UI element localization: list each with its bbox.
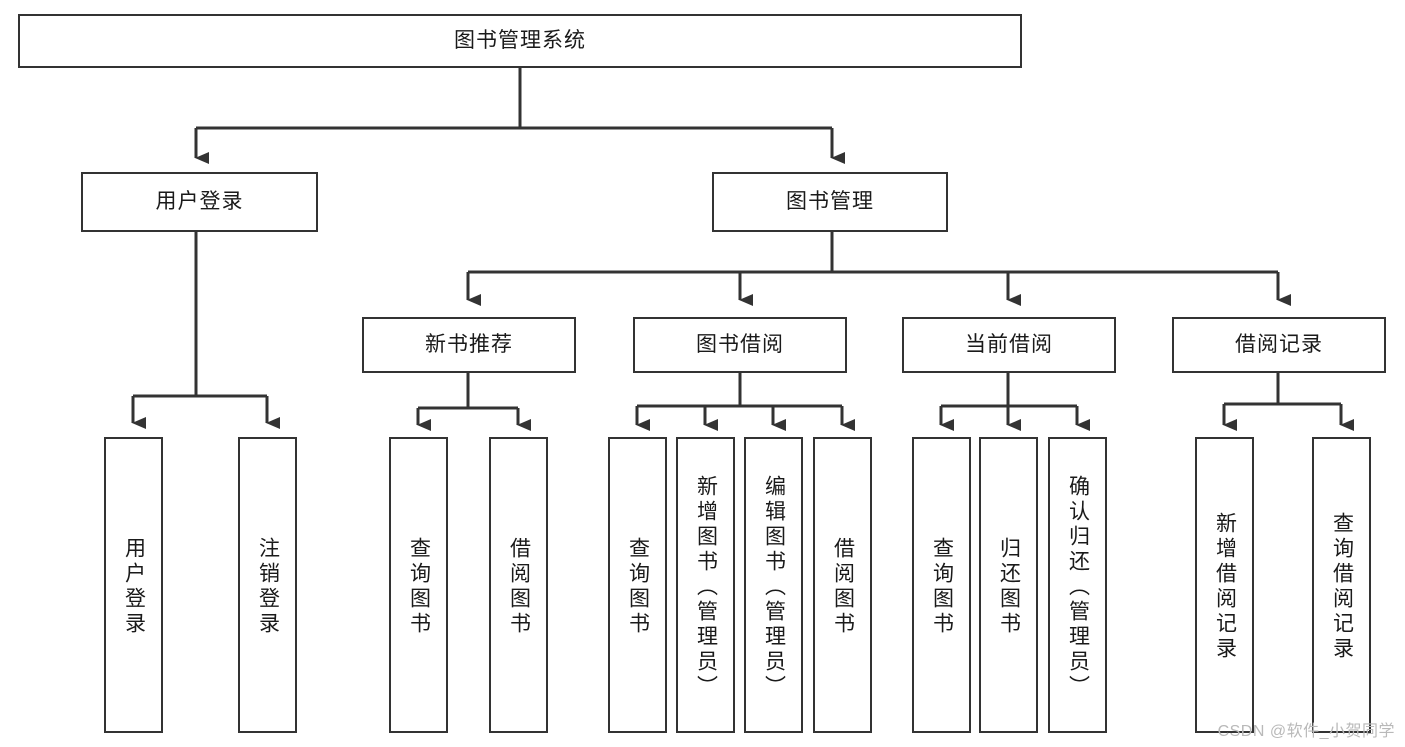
leaf-query-record[interactable]: 查询借阅记录 (1312, 437, 1371, 733)
node-book-borrow[interactable]: 图书借阅 (633, 317, 847, 373)
node-book-manage[interactable]: 图书管理 (712, 172, 948, 232)
leaf-confirm-return-label: 确认归还（管理员） (1066, 474, 1090, 700)
node-borrow-record-label: 借阅记录 (1235, 333, 1323, 357)
node-root-label: 图书管理系统 (454, 29, 586, 53)
leaf-confirm-return[interactable]: 确认归还（管理员） (1048, 437, 1107, 733)
leaf-query-book-3[interactable]: 查询图书 (912, 437, 971, 733)
node-user-login[interactable]: 用户登录 (81, 172, 318, 232)
node-borrow-record[interactable]: 借阅记录 (1172, 317, 1386, 373)
leaf-query-book-2-label: 查询图书 (626, 537, 650, 637)
leaf-query-book-1[interactable]: 查询图书 (389, 437, 448, 733)
leaf-add-record-label: 新增借阅记录 (1213, 512, 1237, 662)
leaf-borrow-book-1[interactable]: 借阅图书 (489, 437, 548, 733)
leaf-query-book-3-label: 查询图书 (930, 537, 954, 637)
leaf-return-book[interactable]: 归还图书 (979, 437, 1038, 733)
node-current-borrow[interactable]: 当前借阅 (902, 317, 1116, 373)
node-root[interactable]: 图书管理系统 (18, 14, 1022, 68)
leaf-logout-login[interactable]: 注销登录 (238, 437, 297, 733)
leaf-add-record[interactable]: 新增借阅记录 (1195, 437, 1254, 733)
leaf-query-record-label: 查询借阅记录 (1330, 512, 1354, 662)
leaf-logout-login-label: 注销登录 (256, 537, 280, 637)
leaf-user-login-label: 用户登录 (122, 537, 146, 637)
node-current-borrow-label: 当前借阅 (965, 333, 1053, 357)
leaf-borrow-book-1-label: 借阅图书 (507, 537, 531, 637)
leaf-add-book[interactable]: 新增图书（管理员） (676, 437, 735, 733)
leaf-query-book-1-label: 查询图书 (407, 537, 431, 637)
node-new-book-recommend[interactable]: 新书推荐 (362, 317, 576, 373)
leaf-return-book-label: 归还图书 (997, 537, 1021, 637)
leaf-user-login[interactable]: 用户登录 (104, 437, 163, 733)
leaf-edit-book-label: 编辑图书（管理员） (762, 474, 786, 700)
leaf-borrow-book-2[interactable]: 借阅图书 (813, 437, 872, 733)
node-book-borrow-label: 图书借阅 (696, 333, 784, 357)
node-book-manage-label: 图书管理 (786, 190, 874, 214)
leaf-edit-book[interactable]: 编辑图书（管理员） (744, 437, 803, 733)
leaf-query-book-2[interactable]: 查询图书 (608, 437, 667, 733)
node-new-book-recommend-label: 新书推荐 (425, 333, 513, 357)
leaf-add-book-label: 新增图书（管理员） (694, 474, 718, 700)
csdn-watermark: CSDN @软件_小贺同学 (1217, 723, 1395, 740)
node-user-login-label: 用户登录 (155, 190, 244, 214)
leaf-borrow-book-2-label: 借阅图书 (831, 537, 855, 637)
